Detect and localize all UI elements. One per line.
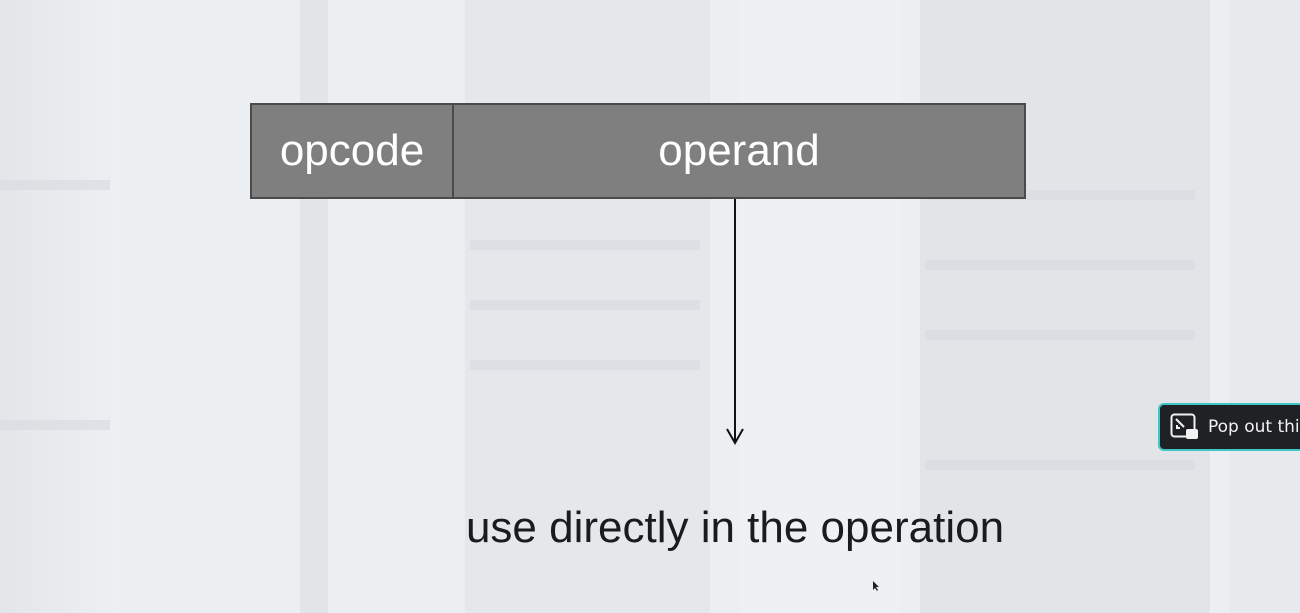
caption: use directly in the operation [465,503,1005,552]
opcode-field: opcode [252,105,454,197]
mouse-cursor-icon [873,581,879,591]
instruction-format-diagram: opcode operand [250,103,1026,199]
down-arrow [726,199,744,446]
pip-icon [1170,413,1198,439]
pop-out-label: Pop out this [1208,417,1300,437]
operand-field: operand [658,126,820,175]
pop-out-video-button[interactable]: Pop out this [1158,403,1300,451]
